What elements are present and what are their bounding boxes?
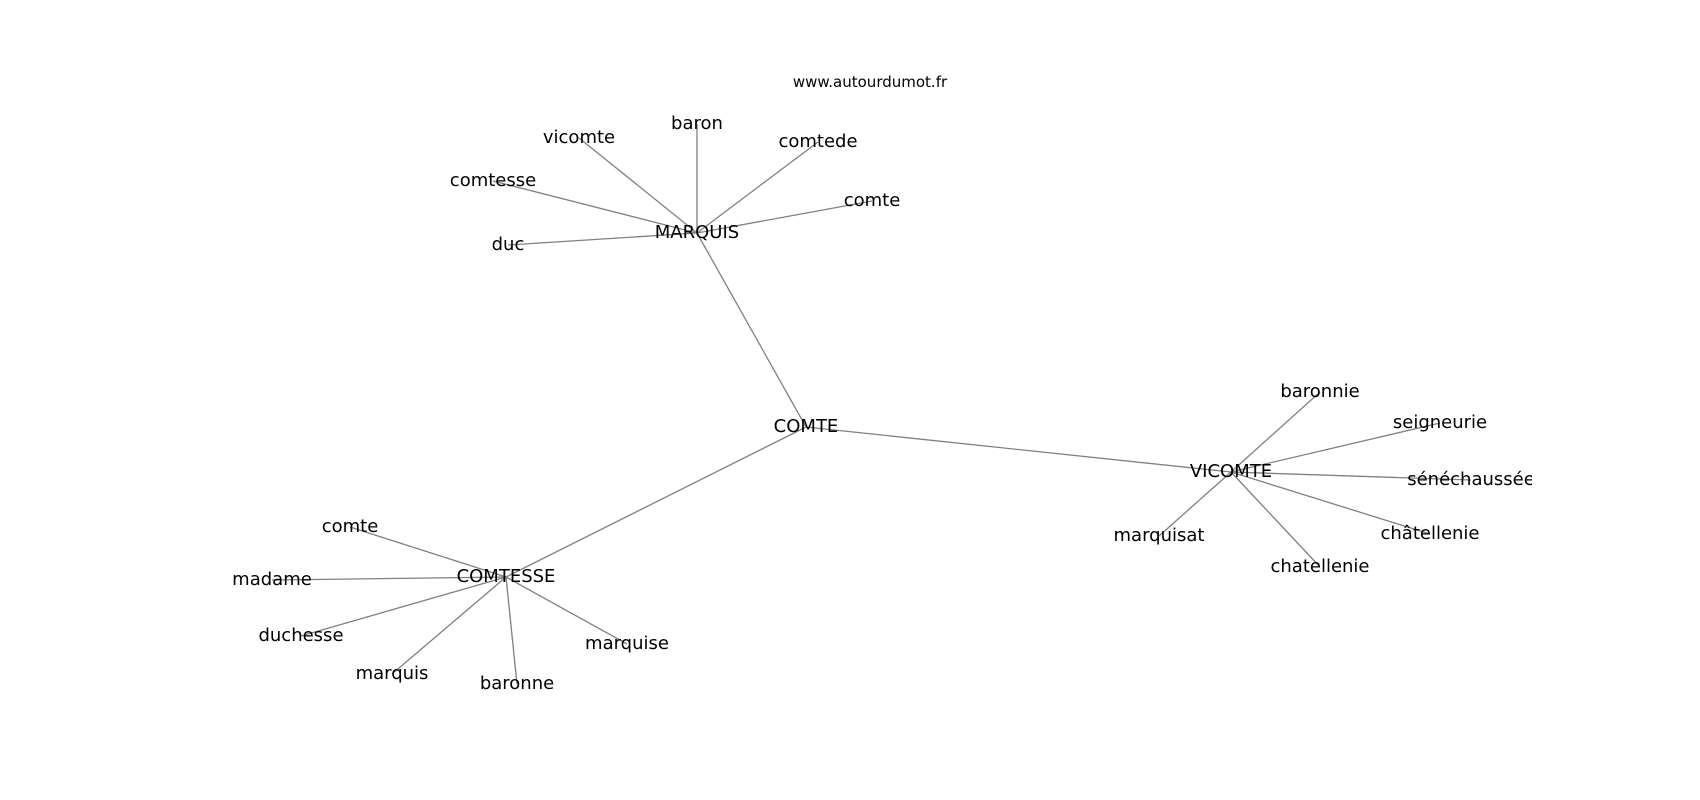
node-leaf-c-baronne: baronne: [480, 673, 554, 694]
node-leaf-m-vicomte: vicomte: [543, 127, 615, 148]
node-leaf-v-chatellenie: chatellenie: [1270, 556, 1369, 577]
edge-comtesse-c-baronne: [505, 576, 518, 685]
edge-vicomte-v-chatellenie: [1230, 471, 1321, 568]
node-leaf-m-comtede: comtede: [778, 131, 857, 152]
edge-comtesse-c-marquise: [505, 576, 628, 645]
node-center-comte: COMTE: [774, 416, 839, 437]
node-leaf-m-comte: comte: [844, 190, 901, 211]
node-hub-comtesse: COMTESSE: [457, 566, 556, 587]
edge-marquis-m-vicomte: [578, 137, 698, 234]
node-labels: COMTE MARQUIS vicomte baron comtede comtesse c…: [232, 113, 1535, 694]
node-hub-vicomte: VICOMTE: [1190, 461, 1272, 482]
edge-vicomte-v-marquisat: [1158, 471, 1232, 537]
edge-marquis-m-comtede: [696, 141, 819, 234]
node-leaf-m-comtesse: comtesse: [450, 170, 536, 191]
node-leaf-c-madame: madame: [232, 569, 312, 590]
node-leaf-v-senechaussee: sénéchaussée: [1407, 469, 1535, 490]
edge-vicomte-v-chatellenie-accent: [1230, 471, 1431, 535]
edge-comtesse-c-marquis: [391, 576, 507, 675]
node-leaf-v-seigneurie: seigneurie: [1393, 412, 1487, 433]
node-leaf-c-comte: comte: [322, 516, 379, 537]
edge-vicomte-v-seigneurie: [1230, 422, 1441, 473]
node-leaf-m-duc: duc: [492, 234, 525, 255]
edge-marquis-m-comte: [696, 200, 873, 234]
edge-comte-marquis: [696, 232, 807, 428]
edge-comtesse-c-madame: [271, 576, 507, 581]
edge-comtesse-c-comte: [349, 526, 507, 578]
node-leaf-c-duchesse: duchesse: [258, 625, 343, 646]
edge-marquis-m-duc: [507, 232, 698, 246]
node-leaf-v-chatellenie-accent: châtellenie: [1380, 523, 1479, 544]
node-leaf-m-baron: baron: [671, 113, 723, 134]
edges: [271, 124, 1472, 685]
node-leaf-v-marquisat: marquisat: [1114, 525, 1205, 546]
source-watermark: www.autourdumot.fr: [792, 73, 948, 91]
edge-vicomte-v-senechaussee: [1230, 471, 1472, 481]
edge-comtesse-c-duchesse: [300, 576, 507, 637]
edge-vicomte-v-baronnie: [1230, 391, 1321, 473]
node-leaf-v-baronnie: baronnie: [1280, 381, 1359, 402]
edge-marquis-m-comtesse: [492, 180, 698, 234]
node-leaf-c-marquise: marquise: [585, 633, 669, 654]
node-hub-marquis: MARQUIS: [655, 222, 739, 243]
edge-comte-vicomte: [805, 426, 1232, 473]
edge-comte-comtesse: [505, 426, 807, 578]
node-leaf-c-marquis: marquis: [356, 663, 429, 684]
